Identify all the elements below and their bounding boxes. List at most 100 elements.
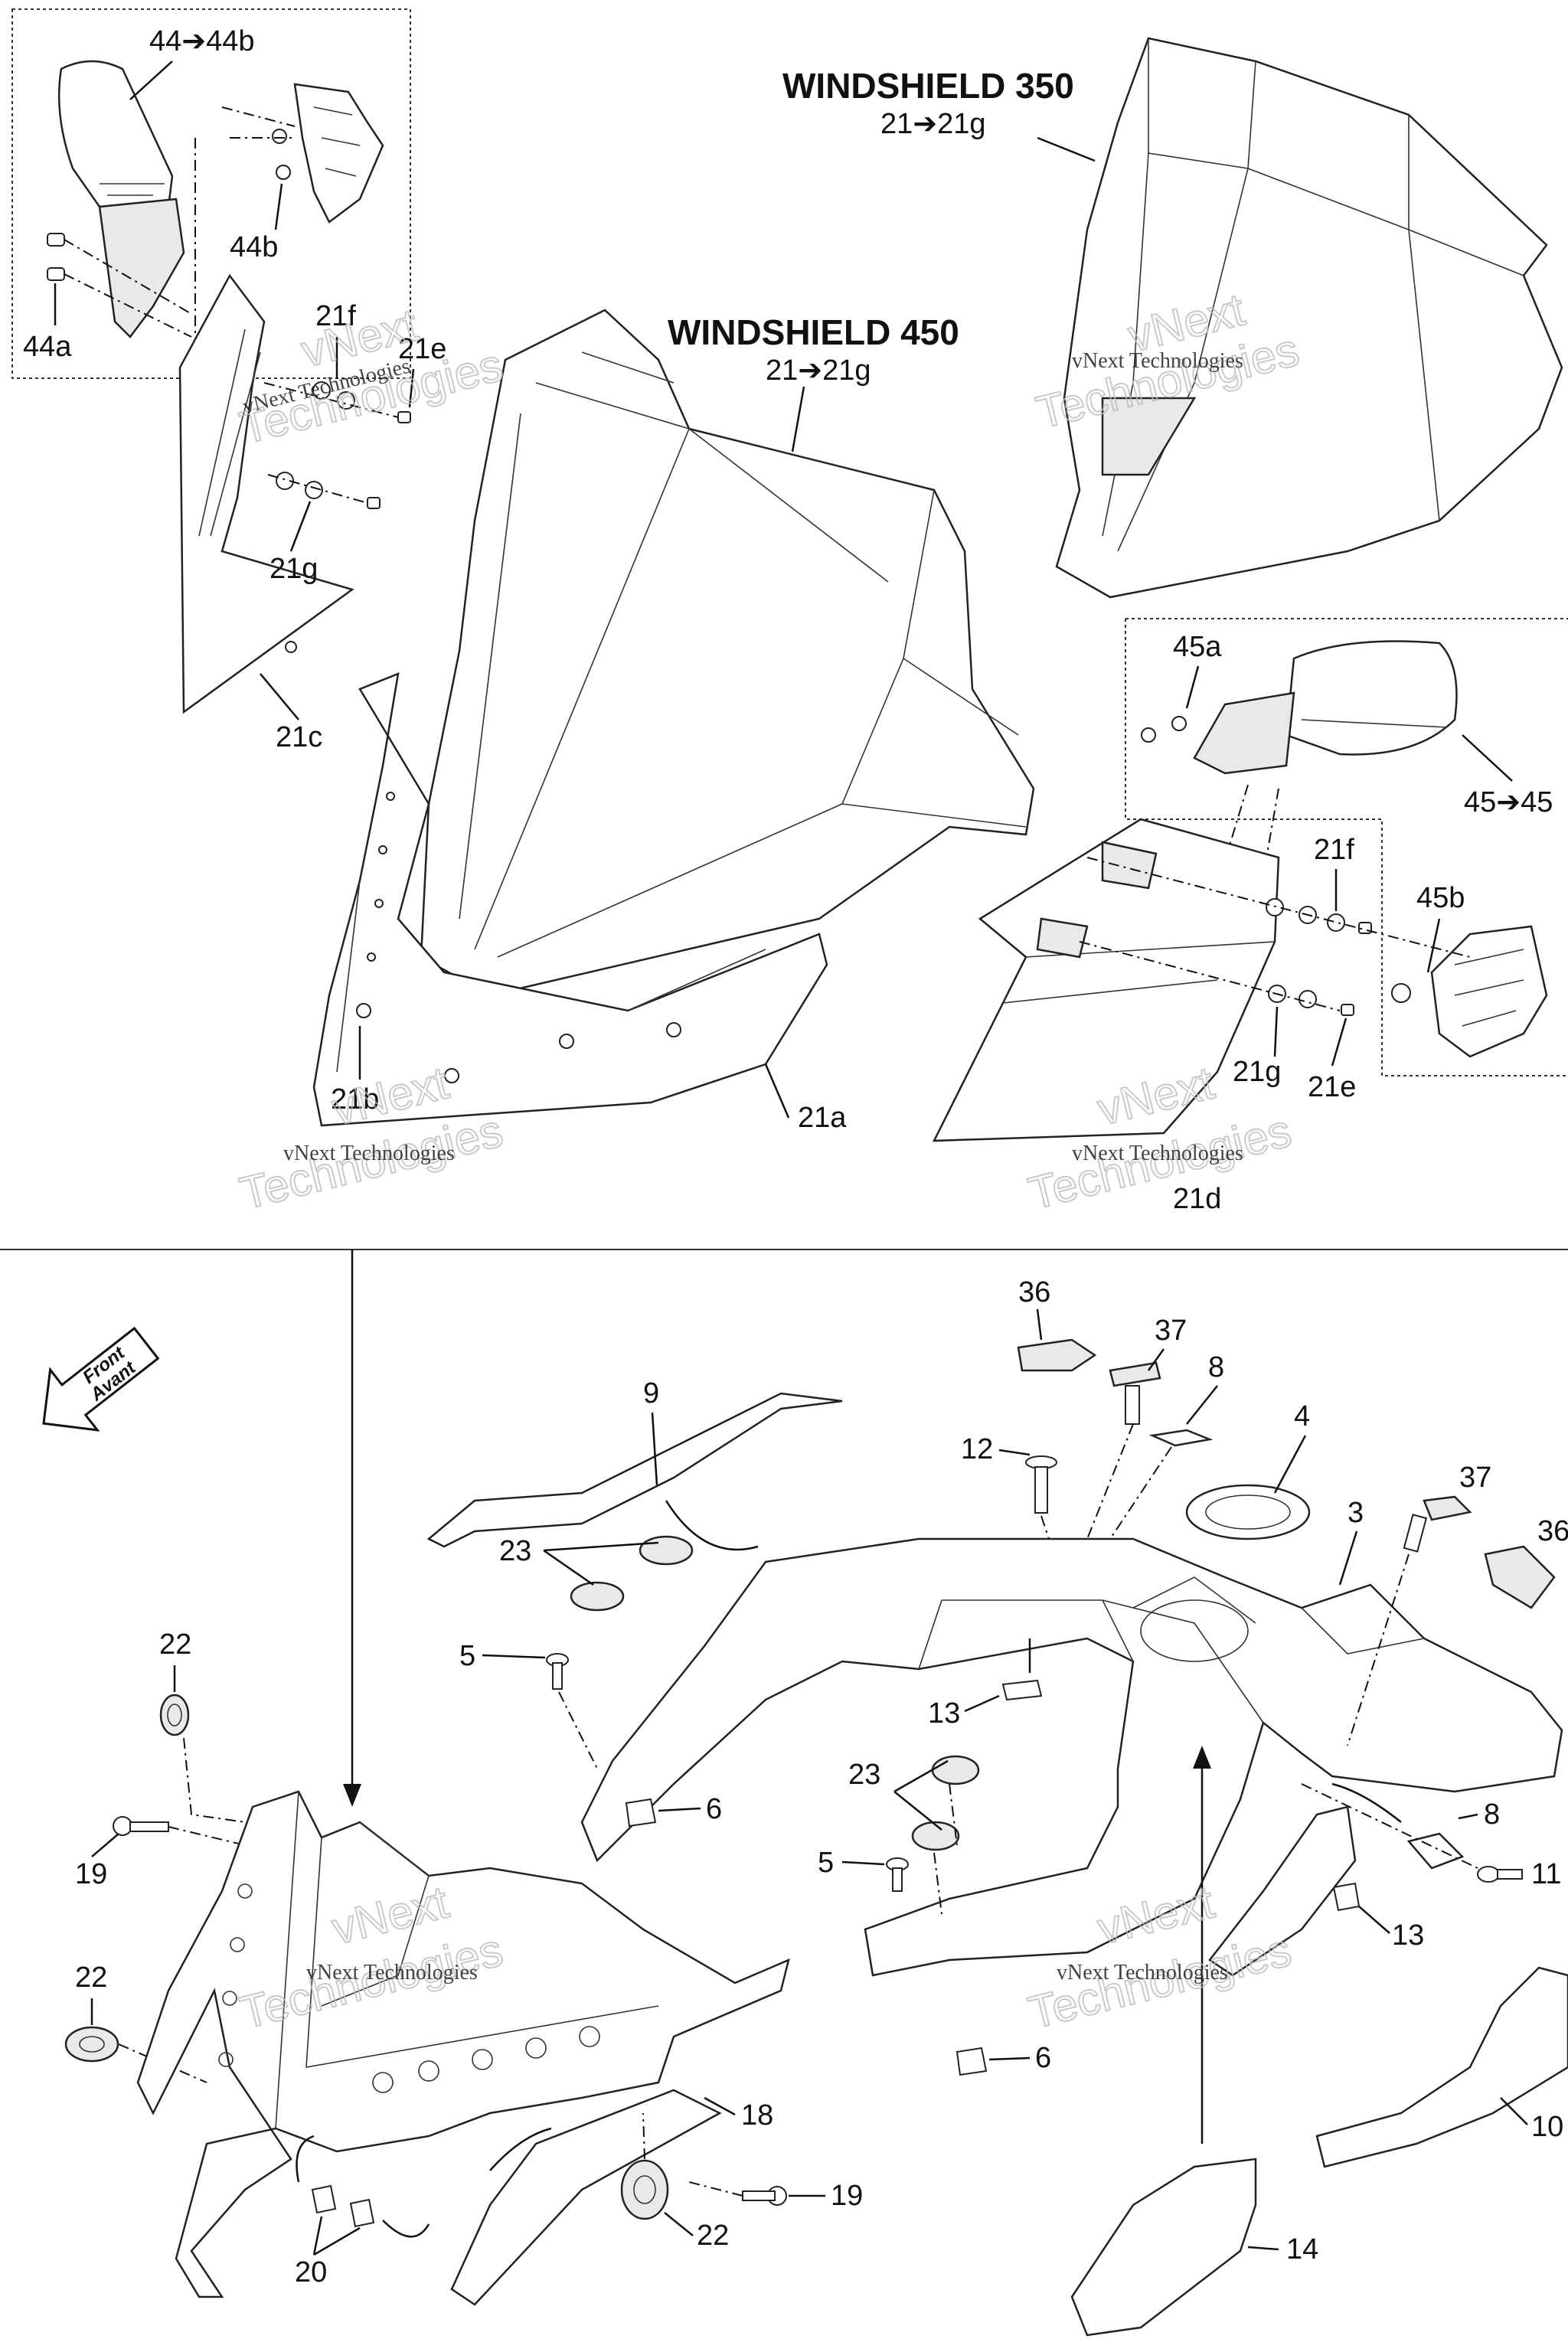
- callout-5-lower: 5: [818, 1847, 834, 1879]
- callout-23-upper: 23: [499, 1535, 531, 1567]
- part-45-mirror: [1193, 640, 1458, 775]
- washer-45a-1: [1141, 727, 1156, 743]
- part-5-lower: [886, 1857, 909, 1892]
- part-13-upper: [1001, 1679, 1043, 1701]
- washer-21g-right-2: [1298, 990, 1317, 1008]
- washer-45b: [1391, 983, 1411, 1003]
- grommet-23-2: [639, 1535, 694, 1566]
- callout-4: 4: [1294, 1400, 1310, 1432]
- callout-23-lower: 23: [848, 1759, 880, 1791]
- watermark-mid-right-small: vNext Technologies: [1072, 1142, 1243, 1165]
- part-21c-side-panel: [178, 273, 354, 714]
- callout-21e-right: 21e: [1308, 1071, 1356, 1103]
- part-5-upper: [546, 1653, 569, 1690]
- part-cowl-right-bracket: [1208, 1805, 1357, 1977]
- part-37-right: [1403, 1495, 1472, 1553]
- part-19-right: [742, 2186, 787, 2206]
- callout-3: 3: [1348, 1497, 1364, 1529]
- callout-20: 20: [295, 2256, 327, 2288]
- windshield-450-title: WINDSHIELD 450: [668, 312, 959, 352]
- callout-11: 11: [1531, 1858, 1561, 1890]
- callout-21e-left: 21e: [398, 333, 446, 365]
- callout-44b: 44b: [230, 231, 278, 263]
- part-22-upper: [159, 1694, 190, 1736]
- callout-21d: 21d: [1173, 1183, 1221, 1215]
- watermark-bottom-left-small: vNext Technologies: [306, 1961, 478, 1984]
- callout-12: 12: [961, 1433, 993, 1465]
- callout-5-upper: 5: [459, 1640, 475, 1672]
- part-9-trim: [426, 1392, 843, 1548]
- part-20-clips: [311, 2184, 375, 2228]
- kit-45-title: 45➔45: [1464, 786, 1553, 818]
- washer-21g-left: [276, 472, 294, 490]
- part-36-upper: [1017, 1338, 1097, 1372]
- part-windshield-450: [420, 309, 1035, 997]
- callout-8-lower: 8: [1484, 1798, 1500, 1831]
- callout-21f-left: 21f: [315, 300, 356, 332]
- part-22-lower-left: [64, 2026, 119, 2063]
- callout-21f-right: 21f: [1314, 834, 1354, 866]
- part-18-fascia: [136, 1790, 790, 2306]
- part-6-lower: [956, 2047, 988, 2076]
- callout-37-right: 37: [1459, 1462, 1491, 1494]
- watermark-bottom-right-small: vNext Technologies: [1057, 1961, 1228, 1984]
- callout-8-upper: 8: [1208, 1351, 1224, 1383]
- part-22-bottom: [620, 2159, 669, 2220]
- callout-21g-right: 21g: [1233, 1056, 1281, 1088]
- callout-14: 14: [1286, 2233, 1318, 2265]
- part-36-right: [1484, 1545, 1556, 1609]
- part-14-panel: [1070, 2158, 1257, 2337]
- callout-13-upper: 13: [928, 1697, 960, 1730]
- washer-21f-right-3: [1327, 913, 1345, 932]
- windshield-350-range: 21➔21g: [880, 108, 986, 140]
- grommet-23-1: [570, 1581, 625, 1612]
- callout-22-lower-left: 22: [75, 1962, 107, 1994]
- part-4-ring: [1185, 1484, 1311, 1540]
- part-windshield-350: [1055, 37, 1563, 599]
- part-8-upper: [1148, 1429, 1214, 1447]
- callout-19-right: 19: [831, 2180, 863, 2212]
- callout-19-left: 19: [75, 1858, 107, 1890]
- windshield-350-title: WINDSHIELD 350: [782, 66, 1074, 106]
- callout-6-lower: 6: [1035, 2042, 1051, 2074]
- callout-21g-left: 21g: [270, 553, 318, 585]
- callout-18: 18: [741, 2099, 773, 2132]
- kit-44-title: 44➔44b: [149, 25, 255, 57]
- callout-44a: 44a: [23, 331, 72, 363]
- washer-21f-right-1: [1266, 898, 1284, 916]
- callout-22-upper: 22: [159, 1628, 191, 1661]
- part-44b-bracket: [293, 83, 384, 224]
- part-37-upper: [1109, 1361, 1161, 1425]
- screw-21e-left-2: [367, 497, 381, 509]
- callout-21b: 21b: [331, 1083, 379, 1116]
- washer-21f-left: [312, 381, 331, 400]
- callout-9: 9: [643, 1377, 659, 1410]
- windshield-450-range: 21➔21g: [766, 354, 871, 387]
- callout-36-upper: 36: [1018, 1276, 1050, 1308]
- screw-21e-right-2: [1341, 1004, 1354, 1016]
- part-21a-lower-plate: [312, 672, 828, 1127]
- part-12: [1025, 1455, 1057, 1514]
- callout-22-bottom: 22: [697, 2220, 729, 2252]
- washer-44b-1: [272, 129, 287, 144]
- part-44-mirror: [57, 60, 185, 338]
- part-11: [1477, 1866, 1523, 1883]
- watermark-top-right-small: vNext Technologies: [1072, 349, 1243, 373]
- grommet-23-4: [911, 1821, 960, 1851]
- callout-13-lower: 13: [1392, 1919, 1424, 1952]
- part-21d-side-panel: [932, 818, 1280, 1142]
- screws-44a: [47, 233, 192, 338]
- part-6-upper: [625, 1798, 657, 1828]
- kit-44-box: [11, 8, 411, 379]
- part-45b-bracket: [1430, 925, 1548, 1058]
- part-3-cowl: [580, 1537, 1563, 1977]
- callout-6-upper: 6: [706, 1793, 722, 1825]
- callout-37-upper: 37: [1155, 1315, 1187, 1347]
- grommet-23-3: [931, 1755, 980, 1785]
- callout-10: 10: [1531, 2111, 1563, 2143]
- callout-21c: 21c: [276, 721, 322, 753]
- callout-45a: 45a: [1173, 631, 1222, 663]
- front-direction-badge: Front Avant: [42, 1326, 160, 1432]
- callout-36-right: 36: [1537, 1515, 1568, 1547]
